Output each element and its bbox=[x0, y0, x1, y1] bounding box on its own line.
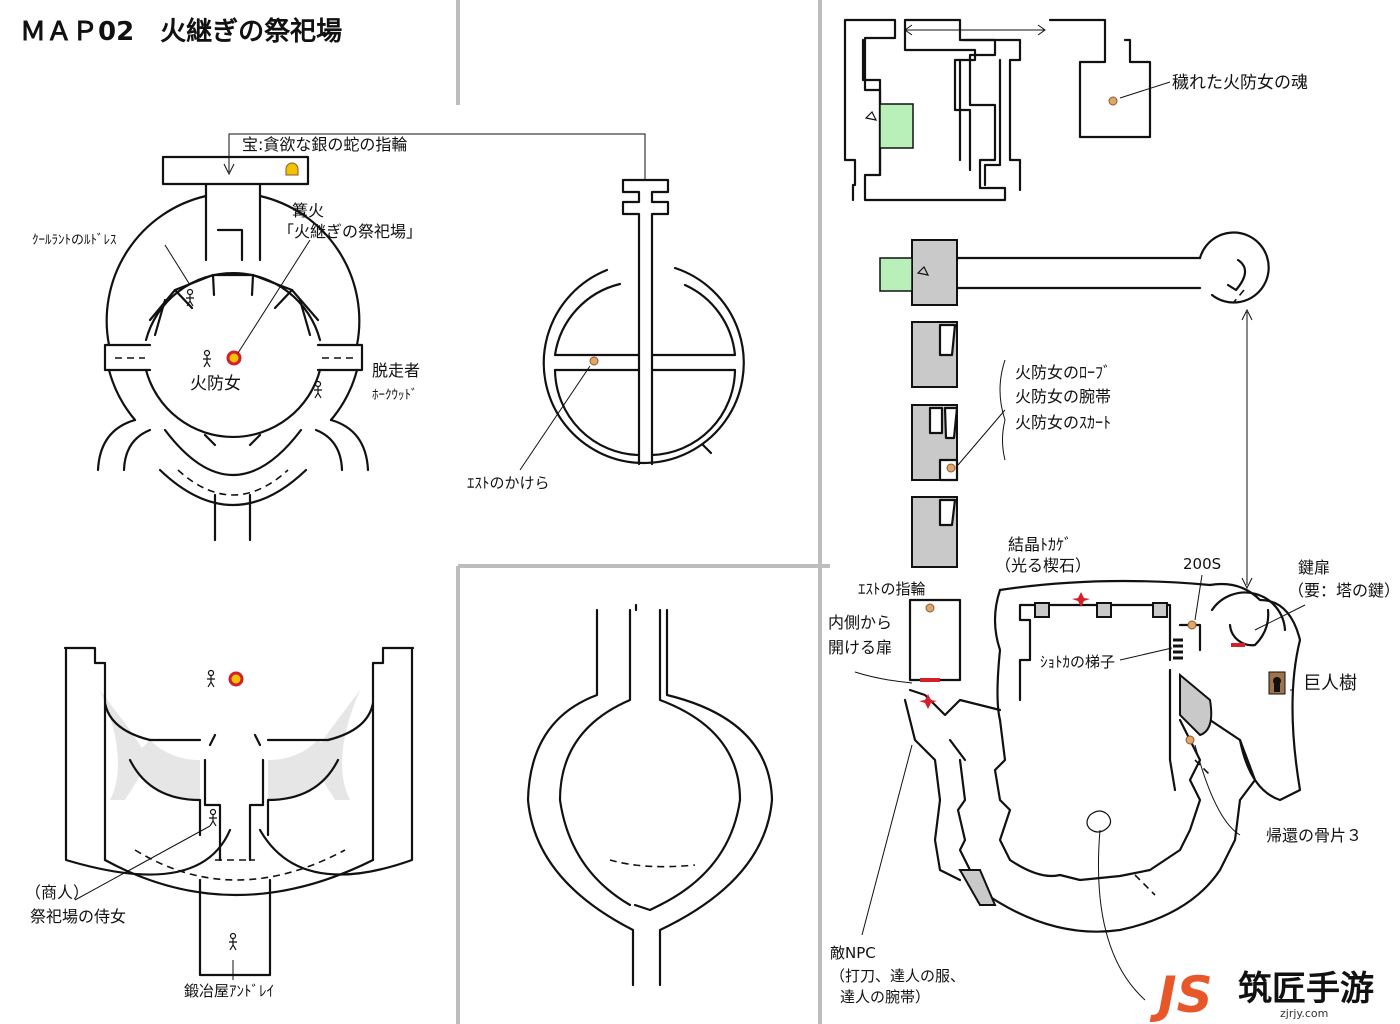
watermark-url: zjrjy.com bbox=[1280, 1007, 1328, 1020]
right-middle-map: 火防女のﾛｰﾌﾞ 火防女の腕帯 火防女のｽｶｰﾄ bbox=[879, 231, 1270, 590]
bonfire-icon bbox=[228, 671, 244, 687]
crystal-lizard-icon bbox=[1072, 592, 1090, 607]
soul-item-icon bbox=[1108, 96, 1118, 106]
bonfire-icon bbox=[226, 350, 242, 366]
souls-item-icon bbox=[1187, 620, 1197, 630]
crystal-lizard-label: 結晶ﾄｶｹﾞ bbox=[1008, 535, 1072, 554]
map-title: ＭＡＰ02 火継ぎの祭祀場 bbox=[20, 16, 342, 47]
enemy-drops-label-2: 達人の腕帯） bbox=[840, 988, 930, 1006]
robe-item-icon bbox=[946, 463, 956, 473]
tower-lower-map bbox=[526, 603, 774, 987]
green-area bbox=[879, 103, 914, 149]
enemy-npc-icon bbox=[919, 694, 937, 709]
shrine-upper-map: 宝:貪欲な銀の蛇の指輪 篝火 「火継ぎの祭祀場」 ｸｰﾙﾗﾝﾄのﾙﾄﾞﾚｽ 火防… bbox=[32, 133, 646, 542]
robe-label: 火防女のﾛｰﾌﾞ bbox=[1015, 363, 1111, 382]
inner-door-label-2: 開ける扉 bbox=[828, 638, 892, 657]
skirt-label: 火防女のｽｶｰﾄ bbox=[1015, 413, 1111, 432]
treasure-chest-icon bbox=[285, 162, 299, 176]
enemy-drops-label: （打刀、達人の服、 bbox=[830, 967, 965, 985]
ring-item-icon bbox=[925, 603, 935, 613]
giant-tree-icon bbox=[1268, 671, 1286, 695]
npc-escapee-name-label: ﾎｰｸｳｯﾄﾞ bbox=[372, 388, 418, 403]
estus-shard-item-icon bbox=[589, 356, 599, 366]
panel-dividers bbox=[456, 0, 830, 1024]
blacksmith-label: 鍛冶屋ｱﾝﾄﾞﾚｲ bbox=[184, 982, 274, 1000]
key-door-requirement-label: （要：塔の鍵） bbox=[1288, 581, 1400, 600]
treasure-label: 宝:貪欲な銀の蛇の指輪 bbox=[242, 135, 407, 154]
npc-escapee-label: 脱走者 bbox=[372, 361, 420, 380]
npc-figure-icon bbox=[186, 288, 322, 399]
watermark-logo: JS bbox=[1149, 966, 1213, 1024]
enemy-npc-label: 敵NPC bbox=[830, 944, 876, 962]
tower-upper-map: ｴｽﾄのかけら bbox=[467, 178, 745, 492]
key-door-label: 鍵扉 bbox=[1298, 558, 1330, 577]
watermark-name: 筑匠手游 bbox=[1238, 969, 1374, 1009]
bonfire-label: 篝火 bbox=[292, 201, 324, 220]
merchant-label: （商人） bbox=[25, 883, 89, 902]
ladder-label: ｼｮﾄｶの梯子 bbox=[1040, 653, 1115, 671]
soul-label: 穢れた火防女の魂 bbox=[1172, 73, 1308, 93]
bonfire-name-label: 「火継ぎの祭祀場」 bbox=[278, 222, 422, 241]
merchant-name-label: 祭祀場の侍女 bbox=[30, 907, 126, 926]
giant-tree-label: 巨人樹 bbox=[1303, 673, 1357, 694]
homeward-item-icon bbox=[1185, 735, 1195, 745]
shrine-lower-map: （商人） 祭祀場の侍女 鍛冶屋ｱﾝﾄﾞﾚｲ bbox=[25, 646, 415, 1000]
homeward-label: 帰還の骨片３ bbox=[1266, 826, 1362, 845]
green-area bbox=[879, 257, 913, 292]
wristband-label: 火防女の腕帯 bbox=[1015, 387, 1111, 406]
watermark: JS 筑匠手游 zjrjy.com bbox=[1149, 958, 1395, 1024]
right-lower-map: 結晶ﾄｶｹﾞ （光る楔石） 200S 鍵扉 （要：塔の鍵） ｴｽﾄの指輪 内側か… bbox=[828, 535, 1400, 1006]
npc-figure-icon bbox=[207, 669, 237, 951]
right-upper-map: 穢れた火防女の魂 bbox=[843, 18, 1308, 202]
inner-door-label: 内側から bbox=[828, 613, 892, 632]
estus-shard-label: ｴｽﾄのかけら bbox=[467, 474, 550, 492]
estus-ring-label: ｴｽﾄの指輪 bbox=[858, 580, 926, 598]
souls-label: 200S bbox=[1183, 555, 1221, 573]
crystal-lizard-item-label: （光る楔石） bbox=[995, 556, 1091, 575]
npc-kurerant-label: ｸｰﾙﾗﾝﾄのﾙﾄﾞﾚｽ bbox=[32, 233, 117, 248]
npc-firekeeper-label: 火防女 bbox=[190, 374, 241, 394]
